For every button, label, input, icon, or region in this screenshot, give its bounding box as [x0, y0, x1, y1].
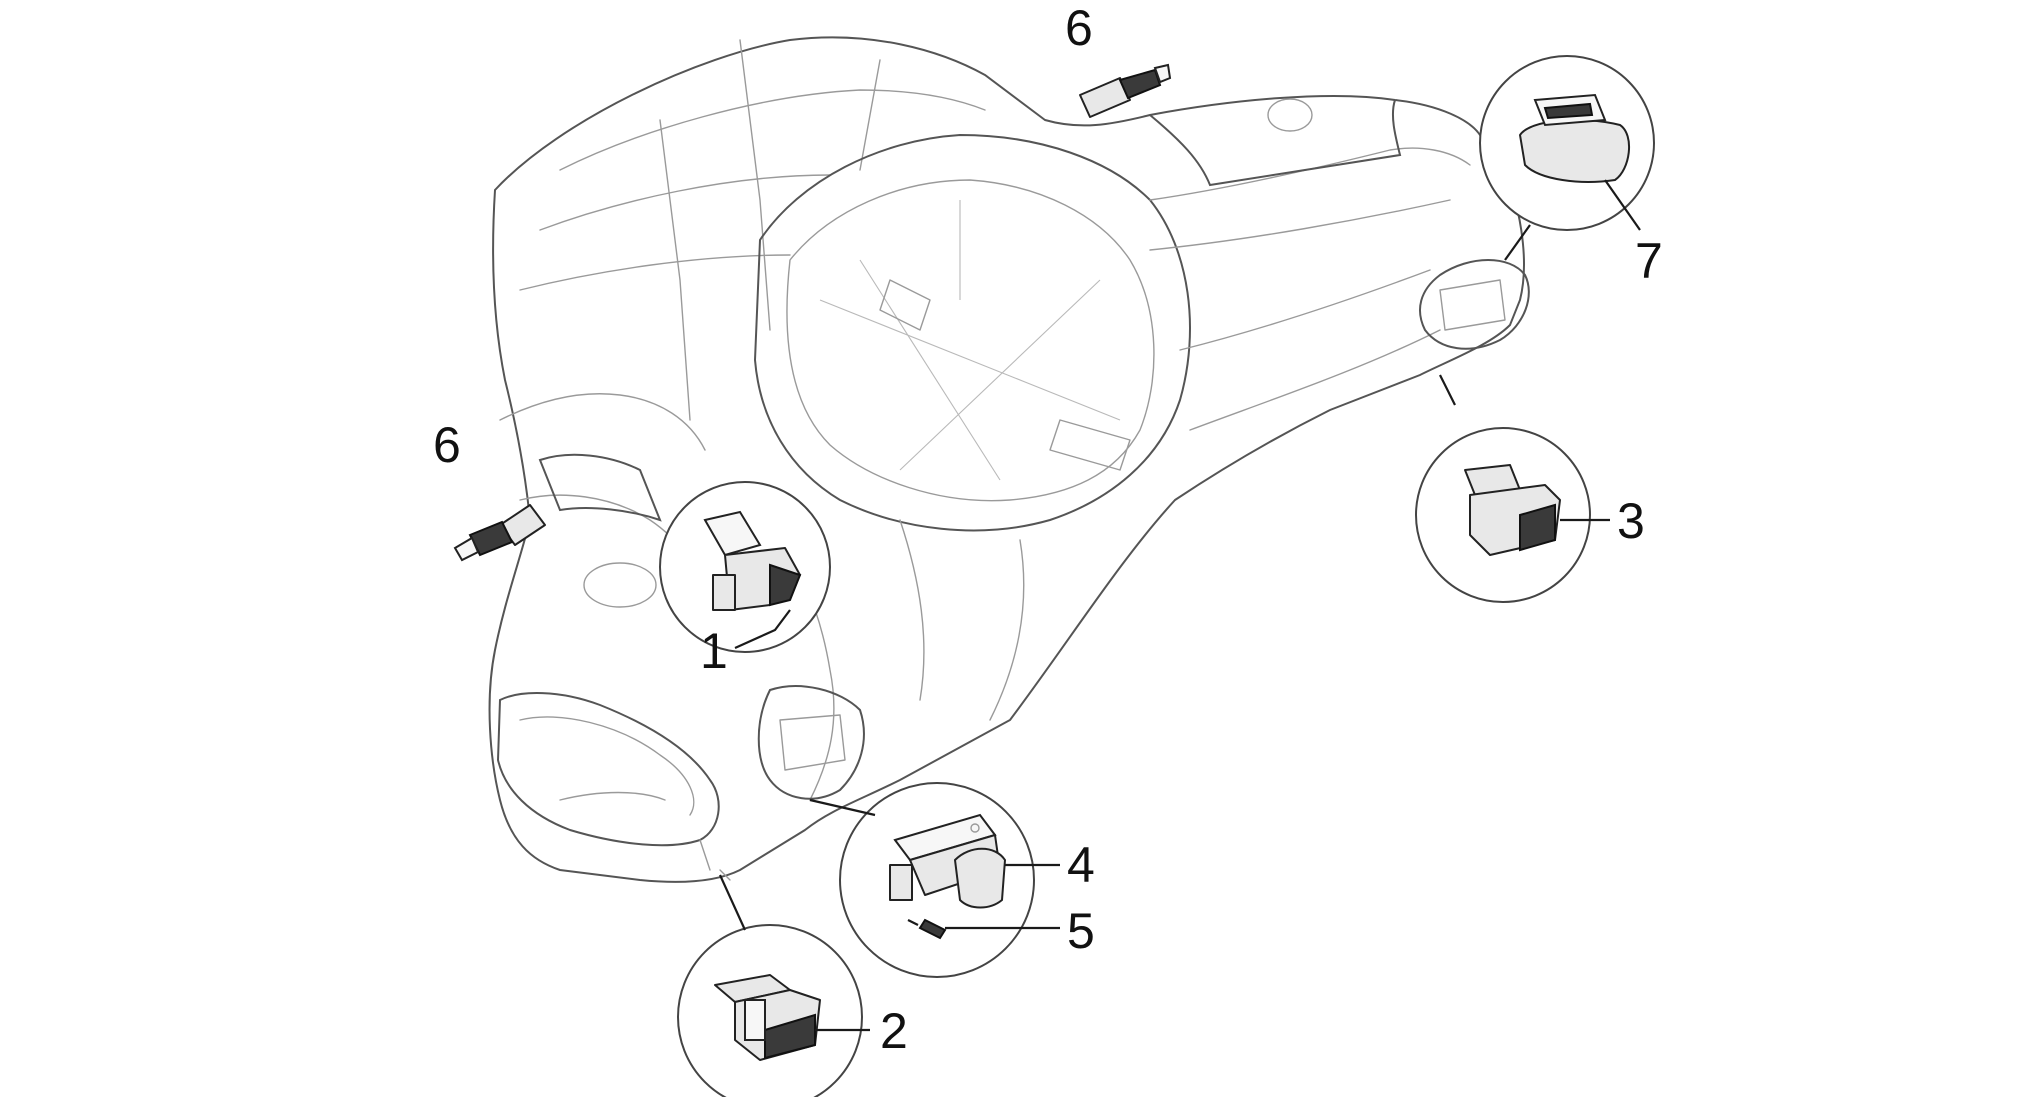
leader-circle-4-5	[809, 798, 876, 817]
handlebar-housing	[488, 36, 1530, 883]
switch-part-1	[703, 510, 802, 611]
callout-number-6-top: 6	[1065, 0, 1093, 56]
switch-part-4	[889, 813, 1006, 909]
callout-number-4: 4	[1067, 837, 1095, 893]
bulb-part-6-top	[1079, 63, 1172, 118]
leader-circle-2	[718, 874, 747, 931]
callout-number-6-left: 6	[433, 417, 461, 473]
leader-circle-3	[1439, 374, 1456, 406]
screw-part-5	[907, 918, 947, 940]
callout-number-3: 3	[1617, 493, 1645, 549]
callout-number-2: 2	[880, 1003, 908, 1059]
leader-circle-7	[1504, 224, 1531, 261]
callout-number-1: 1	[700, 623, 728, 679]
switch-part-2	[714, 974, 821, 1061]
leader-7	[1604, 179, 1641, 231]
callout-number-7: 7	[1635, 233, 1663, 289]
leader-1	[734, 609, 791, 650]
callout-number-5: 5	[1067, 903, 1095, 959]
bulb-part-6-left	[453, 504, 546, 562]
switch-part-3	[1464, 464, 1561, 556]
cap-part-7	[1519, 93, 1631, 183]
